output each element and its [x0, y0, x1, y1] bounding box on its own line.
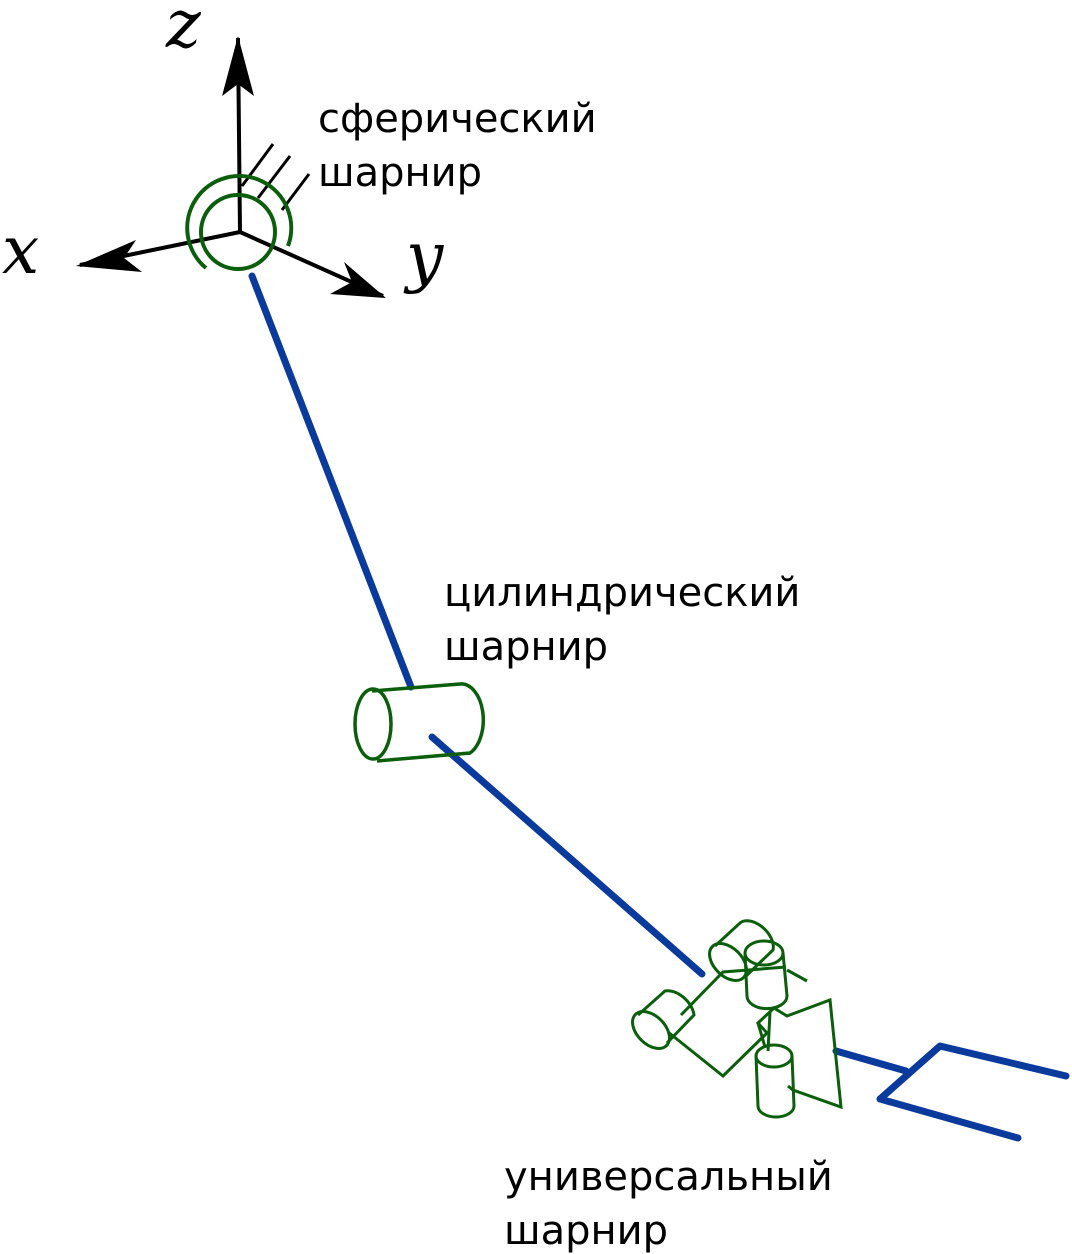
spherical-joint — [185, 174, 294, 271]
z-arrowhead — [222, 36, 254, 96]
ground-hatch — [256, 155, 292, 199]
cylinder-end — [353, 687, 393, 761]
universal-cylinder-vertical-bottom — [754, 1055, 796, 1119]
spherical-joint-ball — [199, 193, 277, 271]
universal-cylinder-upper — [708, 942, 748, 982]
spherical-joint-socket — [185, 174, 294, 270]
x-arrowhead — [76, 240, 142, 272]
universal-joint-label-line2: шарнир — [504, 1208, 669, 1254]
coordinate-axes — [76, 36, 386, 298]
universal-cylinder-upper — [713, 919, 775, 978]
universal-cylinder-left — [637, 989, 696, 1045]
spherical-joint-label-line1: сферический — [318, 96, 597, 142]
universal-cylinder-vertical-top — [743, 939, 785, 967]
x-axis-label: x — [2, 212, 40, 289]
spherical-joint-label-line2: шарнир — [318, 150, 483, 196]
y-arrowhead — [330, 262, 386, 298]
link-middle — [428, 733, 706, 978]
ground-hatch — [240, 143, 275, 187]
universal-joint-frame — [679, 965, 808, 1017]
universal-cylinder-left — [631, 1010, 671, 1050]
z-axis-label: z — [166, 0, 201, 63]
universal-joint-label-line1: универсальный — [504, 1154, 833, 1200]
cylindrical-joint-label-line1: цилиндрический — [444, 570, 801, 616]
link-fork — [832, 1042, 1070, 1142]
cylinder-body — [371, 682, 486, 763]
y-axis-label: y — [406, 218, 444, 295]
links — [248, 272, 1070, 1142]
universal-joint-frame — [667, 997, 843, 1110]
universal-cylinder-vertical-bottom — [754, 1043, 794, 1069]
link-upper — [248, 272, 415, 691]
cylindrical-joint-label: цилиндрический шарнир — [444, 566, 800, 674]
universal-joint — [631, 919, 843, 1119]
spherical-joint-label: сферический шарнир — [318, 92, 597, 200]
universal-cylinder-vertical-top — [743, 952, 789, 1011]
cylindrical-joint — [353, 682, 486, 763]
cylindrical-joint-label-line2: шарнир — [444, 624, 609, 670]
universal-joint-label: универсальный шарнир — [504, 1150, 833, 1254]
